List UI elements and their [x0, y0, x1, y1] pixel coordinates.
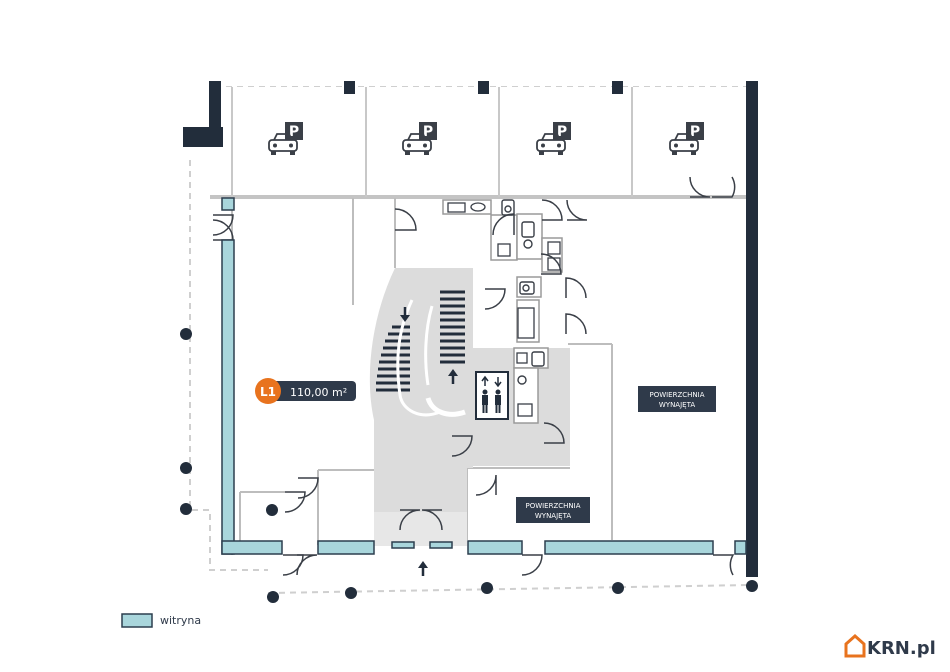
arrow-down-icon: [400, 307, 410, 322]
glazing: [221, 197, 747, 555]
parking-area: [183, 81, 746, 199]
entrance-arrow-icon: [418, 561, 428, 576]
svg-text:WYNAJĘTA: WYNAJĘTA: [535, 512, 571, 520]
rented-label-center: POWIERZCHNIA WYNAJĘTA: [516, 497, 590, 523]
parking-space-3: P: [536, 122, 571, 156]
parking-symbol: P: [289, 124, 299, 140]
elevator-icon: [475, 371, 509, 420]
landing-curve: [425, 397, 466, 417]
parking-symbol: P: [690, 124, 700, 140]
unit-badge: L1: [260, 385, 276, 399]
svg-text:POWIERZCHNIA: POWIERZCHNIA: [649, 391, 704, 399]
parking-symbol: P: [423, 124, 433, 140]
toilet-icon: [501, 199, 545, 385]
staircase-right: [440, 290, 465, 364]
parking-space-2: P: [402, 122, 437, 156]
svg-text:POWIERZCHNIA: POWIERZCHNIA: [525, 502, 580, 510]
stair-curve-inner: [424, 305, 434, 386]
right-wall: [746, 81, 758, 577]
unit-label: L1 110,00 m²: [255, 378, 356, 404]
parking-symbol: P: [557, 124, 567, 140]
unit-area: 110,00 m²: [290, 386, 347, 399]
parking-space-4: P: [669, 122, 704, 156]
doors: [212, 176, 736, 576]
sink-icon: [447, 202, 561, 417]
legend: witryna: [121, 613, 201, 628]
columns: [180, 328, 758, 603]
stair-curve: [396, 299, 441, 417]
logo-text: KRN.pl: [867, 638, 936, 659]
parking-space-1: P: [268, 122, 303, 156]
krn-logo: KRN.pl: [844, 633, 936, 659]
rented-label-right: POWIERZCHNIA WYNAJĘTA: [638, 386, 716, 412]
svg-text:WYNAJĘTA: WYNAJĘTA: [659, 401, 695, 409]
arrow-up-icon: [448, 369, 458, 384]
legend-witryna: witryna: [160, 614, 201, 627]
